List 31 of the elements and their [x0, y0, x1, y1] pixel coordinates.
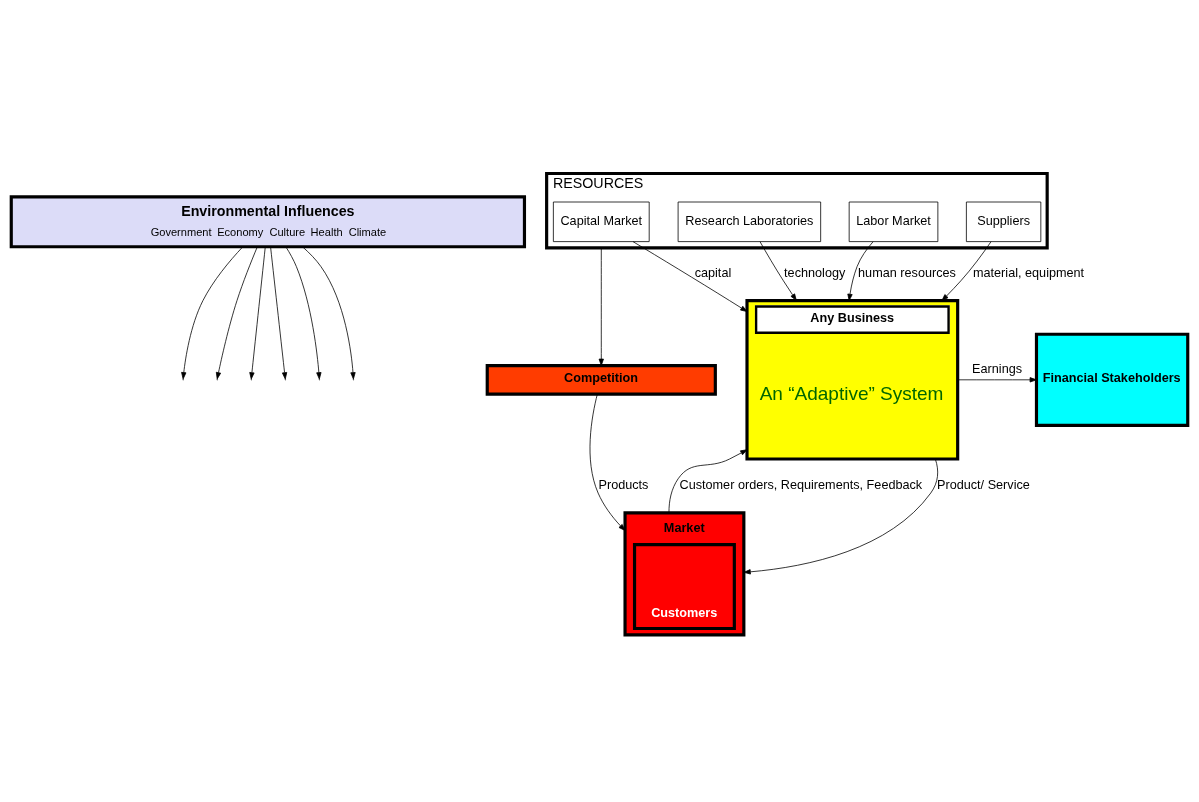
arrow: [743, 458, 939, 575]
node-box: Suppliers: [966, 201, 1042, 242]
arrow: [181, 246, 244, 380]
node-box: Labor Market: [848, 201, 939, 242]
arrow: [270, 246, 288, 380]
edge-label: Product/ Service: [936, 477, 1030, 492]
node-box: Capital Market: [552, 201, 650, 242]
node-box: Research Laboratories: [677, 201, 822, 242]
arrow: [598, 247, 604, 366]
arrow: [847, 241, 874, 301]
arrow: [759, 241, 797, 301]
edge-label: technology: [784, 265, 846, 280]
arrow: [249, 246, 266, 380]
node-box: Financial Stakeholders: [1034, 332, 1190, 427]
node-box: Any Business An “Adaptive” System: [745, 299, 960, 461]
arrow: [632, 241, 748, 312]
edge-label: material, equipment: [972, 265, 1085, 280]
edge-label: Customer orders, Requirements, Feedback: [679, 477, 923, 492]
node-box: Market Customers: [623, 511, 746, 637]
edge-label: human resources: [858, 265, 956, 280]
arrow: [941, 241, 992, 301]
arrow: [668, 449, 748, 514]
edge-label: capital: [694, 265, 732, 280]
arrow: [957, 377, 1037, 383]
arrow: [285, 246, 322, 380]
edge-label: Earnings: [972, 362, 1023, 377]
node-box: Competition: [485, 363, 717, 396]
node-box: Environmental Influences Government Economy Culture Health Climate: [9, 195, 527, 249]
edge-label: Products: [598, 477, 649, 492]
arrow: [589, 393, 626, 531]
arrow: [215, 246, 258, 380]
